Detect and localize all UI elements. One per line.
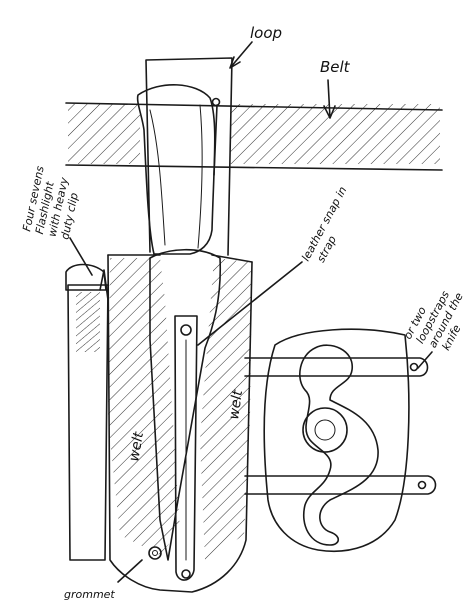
belt bbox=[65, 102, 443, 171]
label-loopstraps: or two loopstraps around the knife bbox=[401, 275, 474, 359]
label-welt-right: welt bbox=[226, 389, 246, 421]
label-flashlight: Four sevens Flashlight with heavy duty c… bbox=[20, 161, 85, 240]
loopstraps-arrow bbox=[417, 351, 433, 369]
loopstrap-upper bbox=[244, 357, 429, 377]
strap-bottom-hole bbox=[181, 569, 191, 579]
alt-ring-inner bbox=[314, 419, 336, 441]
snap-strap bbox=[174, 315, 198, 581]
label-belt: Belt bbox=[320, 58, 351, 76]
flashlight bbox=[65, 263, 109, 561]
grommet bbox=[148, 546, 162, 560]
knife-handle bbox=[136, 84, 216, 255]
label-welt-left: welt bbox=[126, 430, 147, 462]
alt-ring-outer bbox=[302, 407, 348, 453]
flashlight-clip bbox=[99, 269, 109, 301]
alt-sheath-view bbox=[263, 328, 410, 552]
label-leather-strap: leather snap in strap bbox=[299, 181, 363, 270]
belt-arrow bbox=[323, 79, 336, 119]
loop-rivet bbox=[211, 97, 221, 107]
label-grommet: grommet bbox=[64, 588, 115, 601]
flashlight-arrow bbox=[69, 237, 93, 276]
loopstrap-lower bbox=[244, 475, 437, 495]
loop-arrow bbox=[229, 41, 253, 69]
grommet-arrow bbox=[117, 559, 143, 583]
sheath-body bbox=[107, 254, 253, 593]
leather-strap-arrow bbox=[197, 261, 303, 346]
blade-and-strap bbox=[149, 248, 222, 581]
strap-snap bbox=[180, 324, 192, 336]
label-loop: loop bbox=[250, 24, 282, 42]
